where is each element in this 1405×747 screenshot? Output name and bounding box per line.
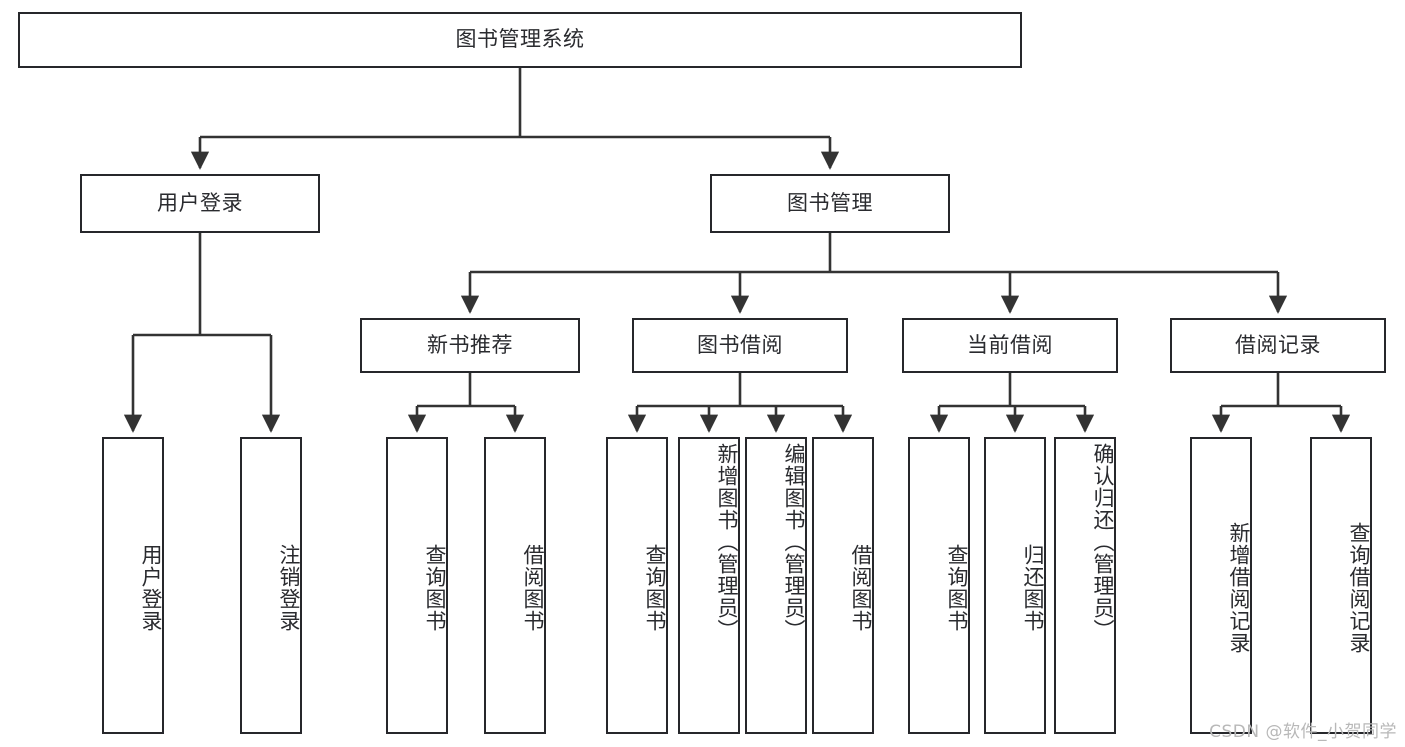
node-leaf-confirm-return-label: 确认归还（管理员） [1091,443,1115,641]
node-leaf-edit-book[interactable]: 编辑图书（管理员） [745,437,807,734]
node-leaf-user-logout-label: 注销登录 [277,543,301,632]
node-leaf-return-book-label: 归还图书 [1021,543,1045,632]
node-book-manage-label: 图书管理 [787,190,873,215]
node-leaf-borrow-book-1-label: 借阅图书 [521,543,545,632]
node-user-login[interactable]: 用户登录 [80,174,320,233]
node-root[interactable]: 图书管理系统 [18,12,1022,68]
node-leaf-borrow-book-2-label: 借阅图书 [849,543,873,632]
node-book-borrow-label: 图书借阅 [697,332,783,357]
node-leaf-query-record-label: 查询借阅记录 [1347,521,1371,654]
node-current-borrow[interactable]: 当前借阅 [902,318,1118,373]
node-leaf-add-book[interactable]: 新增图书（管理员） [678,437,740,734]
node-leaf-query-record[interactable]: 查询借阅记录 [1310,437,1372,734]
node-leaf-add-book-label: 新增图书（管理员） [715,443,739,641]
node-leaf-add-record[interactable]: 新增借阅记录 [1190,437,1252,734]
node-leaf-return-book[interactable]: 归还图书 [984,437,1046,734]
node-new-book-rec[interactable]: 新书推荐 [360,318,580,373]
node-leaf-add-record-label: 新增借阅记录 [1227,521,1251,654]
node-leaf-confirm-return[interactable]: 确认归还（管理员） [1054,437,1116,734]
node-leaf-query-book-1-label: 查询图书 [423,543,447,632]
node-leaf-user-login[interactable]: 用户登录 [102,437,164,734]
node-leaf-query-book-1[interactable]: 查询图书 [386,437,448,734]
node-new-book-rec-label: 新书推荐 [427,332,513,357]
node-leaf-query-book-3[interactable]: 查询图书 [908,437,970,734]
node-borrow-record-label: 借阅记录 [1235,332,1321,357]
node-current-borrow-label: 当前借阅 [967,332,1053,357]
node-leaf-edit-book-label: 编辑图书（管理员） [782,443,806,641]
node-borrow-record[interactable]: 借阅记录 [1170,318,1386,373]
node-leaf-borrow-book-2[interactable]: 借阅图书 [812,437,874,734]
node-leaf-user-logout[interactable]: 注销登录 [240,437,302,734]
watermark: CSDN @软件_小贺同学 [1209,722,1397,742]
node-book-manage[interactable]: 图书管理 [710,174,950,233]
node-book-borrow[interactable]: 图书借阅 [632,318,848,373]
node-user-login-label: 用户登录 [157,190,243,215]
node-leaf-query-book-2-label: 查询图书 [643,543,667,632]
node-leaf-borrow-book-1[interactable]: 借阅图书 [484,437,546,734]
node-leaf-user-login-label: 用户登录 [139,543,163,632]
node-leaf-query-book-3-label: 查询图书 [945,543,969,632]
node-root-label: 图书管理系统 [455,27,585,52]
node-leaf-query-book-2[interactable]: 查询图书 [606,437,668,734]
